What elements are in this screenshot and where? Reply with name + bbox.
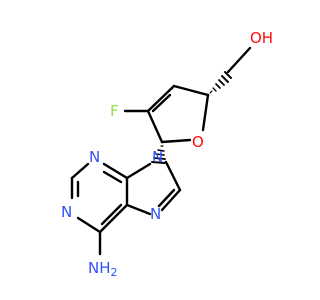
- fluorine-label: F: [110, 102, 119, 120]
- bond-c1-o: [160, 138, 192, 144]
- bond-c4-n9: [125, 162, 152, 180]
- bond-c3-c2-second: [151, 93, 172, 113]
- n9-label: N: [152, 148, 163, 166]
- hydroxyl-label: OH: [250, 29, 273, 47]
- bond-n7-c5: [125, 203, 152, 216]
- ring-oxygen-label: O: [192, 133, 204, 151]
- amine-main: NH: [88, 259, 111, 277]
- bond-c1-n9-hashed-wedge: [151, 145, 166, 164]
- n1-label: N: [61, 203, 72, 221]
- n7-label: N: [150, 205, 161, 223]
- bond-c8-n7: [160, 188, 182, 212]
- bond-n9-c8: [164, 160, 182, 192]
- bond-c6-c5: [98, 203, 129, 234]
- bond-c3-c2: [146, 84, 176, 113]
- bond-c4-c5-hashed-wedge: [209, 71, 232, 94]
- bond-c8-n7-second: [157, 188, 176, 208]
- bond-c2-c1: [146, 109, 164, 144]
- bond-c4-n3-second: [102, 170, 123, 184]
- bond-c4-n3: [102, 162, 129, 180]
- bond-c4-c3: [172, 84, 210, 97]
- amine-subscript: 2: [111, 266, 118, 279]
- amine-label: NH2: [88, 259, 118, 279]
- bond-ch2-oh: [226, 46, 252, 74]
- atom-labels: OH F O N N N N NH2: [61, 29, 273, 279]
- bond-n1-c6: [76, 216, 102, 234]
- bond-o-c4: [201, 93, 210, 132]
- bonds: [70, 46, 252, 256]
- n3-label: N: [89, 148, 100, 166]
- molecule-structure-canvas: OH F O N N N N NH2: [61, 29, 273, 279]
- bond-n3-c2: [70, 162, 90, 180]
- bond-c6-c5-second: [100, 203, 123, 226]
